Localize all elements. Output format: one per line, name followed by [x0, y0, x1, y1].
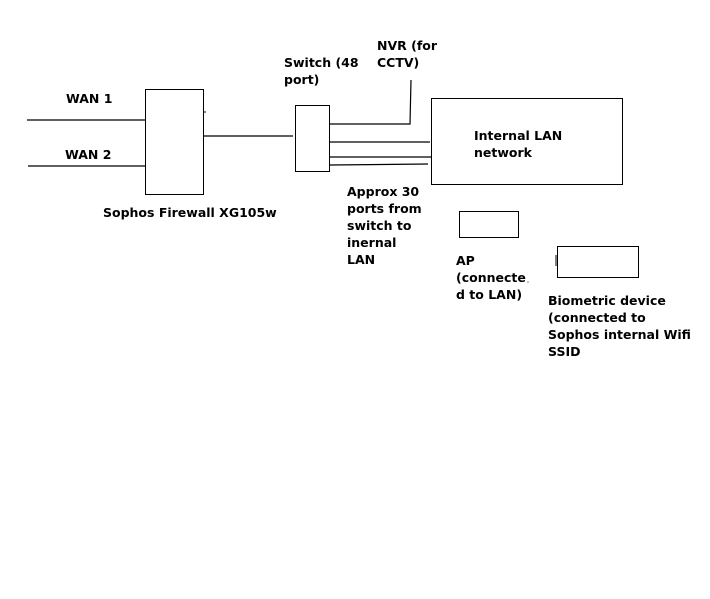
biometric-label: Biometric device (connected to Sophos in…	[548, 292, 691, 360]
ap-label-line: d to LAN)	[456, 287, 523, 302]
ports-note-line: LAN	[347, 252, 376, 267]
ports-note-line: Approx 30	[347, 184, 420, 199]
switch-label-line: port)	[284, 72, 320, 87]
firewall-label: Sophos Firewall XG105w	[103, 205, 277, 220]
ap-label-line: (connecte	[456, 270, 526, 285]
ports-note-label: Approx 30 ports from switch to inernal L…	[347, 183, 422, 268]
internal-lan-box	[431, 98, 623, 185]
biometric-box	[557, 246, 639, 278]
ap-label-line: AP	[456, 253, 475, 268]
switch-label: Switch (48 port)	[284, 54, 359, 88]
internal-lan-label-line: Internal LAN	[474, 128, 563, 143]
switch-box	[295, 105, 330, 172]
nvr-label: NVR (for CCTV)	[377, 37, 437, 71]
biometric-label-line: Sophos internal Wifi	[548, 327, 691, 342]
internal-lan-label-line: network	[474, 145, 532, 160]
biometric-label-line: SSID	[548, 344, 581, 359]
ports-note-line: switch to	[347, 218, 412, 233]
switch-nvr-link	[329, 79, 412, 125]
ap-label: AP (connecte d to LAN)	[456, 252, 526, 303]
nvr-label-line: NVR (for	[377, 38, 438, 53]
firewall-box	[145, 89, 204, 195]
nvr-label-line: CCTV)	[377, 55, 420, 70]
wan2-label: WAN 2	[65, 147, 112, 162]
biometric-label-line: Biometric device	[548, 293, 666, 308]
switch-lan-link-3	[329, 163, 429, 166]
internal-lan-label: Internal LAN network	[474, 127, 562, 161]
ports-note-line: ports from	[347, 201, 422, 216]
biometric-label-line: (connected to	[548, 310, 646, 325]
wan1-label: WAN 1	[66, 91, 113, 106]
switch-label-line: Switch (48	[284, 55, 359, 70]
ap-box	[459, 211, 519, 238]
ports-note-line: inernal	[347, 235, 397, 250]
